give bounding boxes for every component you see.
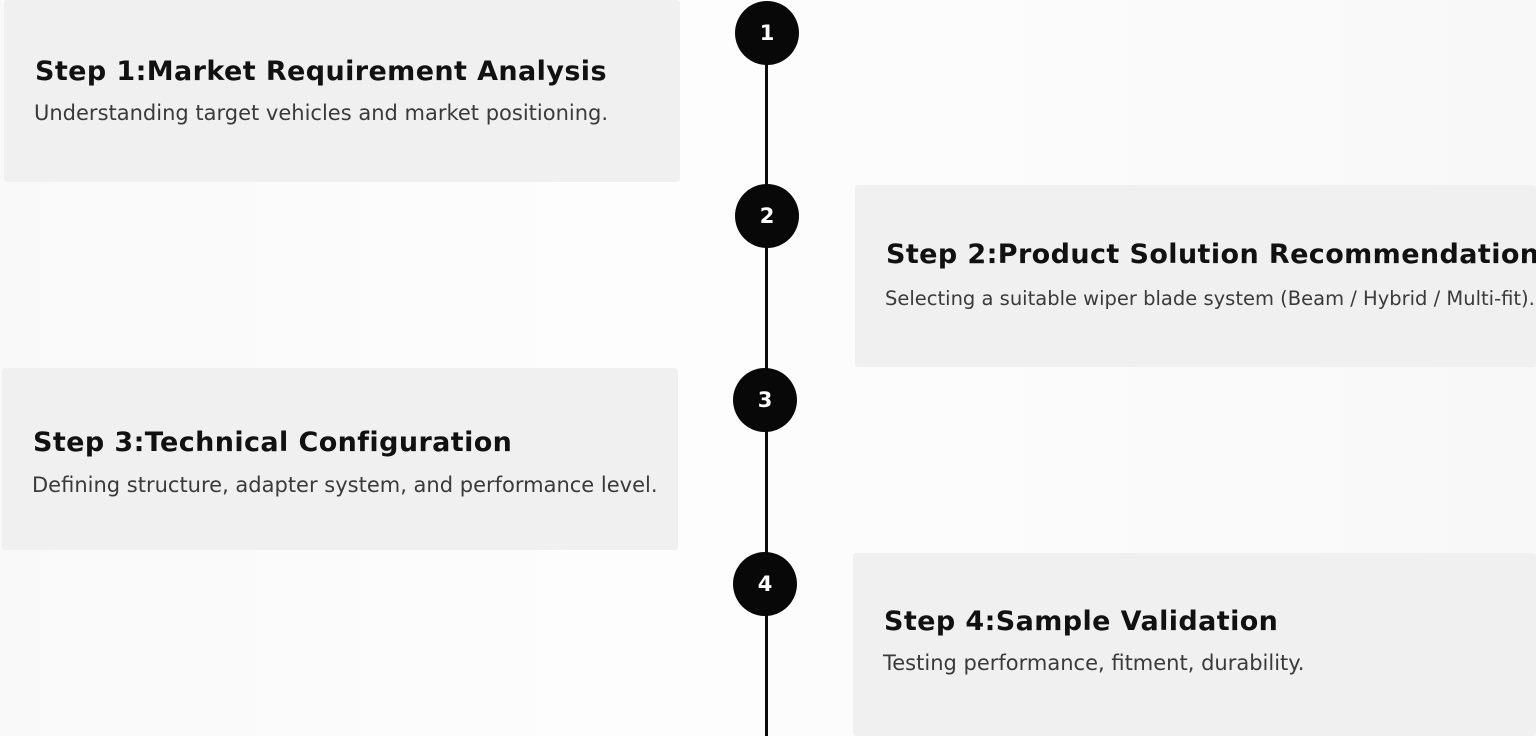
step-marker-3: 3: [733, 368, 797, 432]
step-title: Step 3:Technical Configuration: [33, 427, 513, 458]
step-marker-2: 2: [735, 184, 799, 248]
step-marker-1: 1: [735, 1, 799, 65]
step-card-2: Step 2:Product Solution Recommendation S…: [855, 185, 1536, 367]
step-card-4: Step 4:Sample Validation Testing perform…: [853, 553, 1536, 736]
step-description: Testing performance, fitment, durability…: [883, 651, 1305, 675]
step-card-1: Step 1:Market Requirement Analysis Under…: [4, 0, 680, 182]
step-description: Understanding target vehicles and market…: [34, 101, 609, 125]
step-description: Defining structure, adapter system, and …: [32, 473, 658, 497]
step-title: Step 1:Market Requirement Analysis: [35, 56, 607, 87]
step-description: Selecting a suitable wiper blade system …: [885, 287, 1535, 310]
step-title: Step 2:Product Solution Recommendation: [886, 239, 1536, 270]
step-marker-4: 4: [733, 552, 797, 616]
step-card-3: Step 3:Technical Configuration Defining …: [2, 368, 678, 550]
step-title: Step 4:Sample Validation: [884, 606, 1279, 637]
